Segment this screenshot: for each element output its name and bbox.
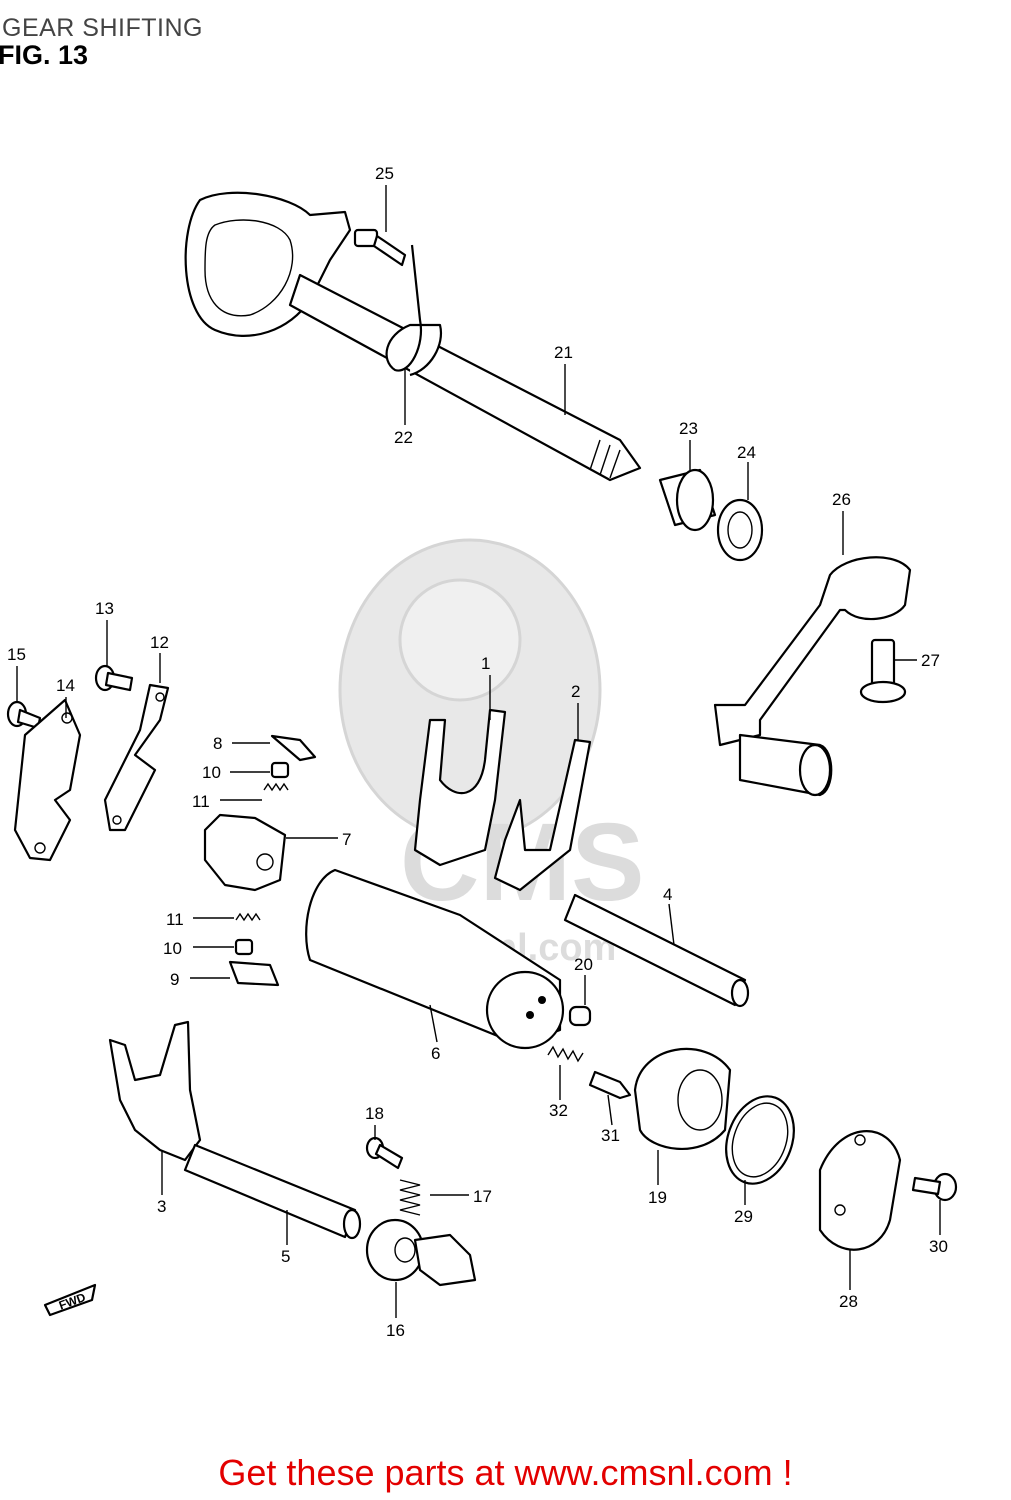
part-30-screw: [911, 1172, 958, 1202]
part-13-screw: [94, 664, 134, 692]
callout-7: 7: [342, 830, 351, 849]
part-6-gearshift-cam: [305, 868, 565, 1050]
diagram-title: GEAR SHIFTING: [2, 14, 203, 42]
part-11-spring-upper: [263, 782, 289, 792]
part-1-shift-fork: [413, 708, 507, 867]
callout-18: 18: [365, 1104, 384, 1123]
callout-31: 31: [601, 1126, 620, 1145]
part-18-bolt: [365, 1136, 404, 1170]
callout-29: 29: [734, 1207, 753, 1226]
part-32-spring: [547, 1045, 584, 1063]
callout-19: 19: [648, 1188, 667, 1207]
part-12-stopper-plate: [103, 683, 170, 832]
callout-13: 13: [95, 599, 114, 618]
callout-9: 9: [170, 970, 179, 989]
callout-11-lower: 11: [166, 910, 184, 929]
callout-23: 23: [679, 419, 698, 438]
part-23-bushing: [658, 468, 717, 532]
callout-22: 22: [394, 428, 413, 447]
part-2-shift-fork: [493, 738, 592, 892]
callout-14: 14: [56, 676, 75, 695]
part-22-spring-clip: [385, 244, 443, 377]
callout-30: 30: [929, 1237, 948, 1256]
part-15-screw: [6, 700, 42, 730]
callout-21: 21: [554, 343, 573, 362]
part-10-pin-lower: [234, 938, 254, 956]
forward-direction-arrow: FWD: [43, 1283, 97, 1317]
callout-26: 26: [832, 490, 851, 509]
callout-25: 25: [375, 164, 394, 183]
part-17-spring: [399, 1179, 421, 1216]
forward-label: FWD: [57, 1290, 88, 1313]
callout-3: 3: [157, 1197, 166, 1216]
part-8-pawl: [270, 734, 317, 762]
callout-1: 1: [481, 654, 490, 673]
part-24-oil-seal: [716, 498, 764, 562]
callout-16: 16: [386, 1321, 405, 1340]
part-19-cam-guide: [633, 1047, 732, 1151]
callout-2: 2: [571, 682, 580, 701]
callout-28: 28: [839, 1292, 858, 1311]
part-3-shift-fork: [108, 1020, 202, 1162]
part-28-cover: [818, 1130, 902, 1251]
callout-6: 6: [431, 1044, 440, 1063]
callout-numbers: 1 2 3 4 5 6 7 8 9 10 10 11 11 12 13 14 1…: [7, 164, 948, 1340]
leader-lines: [16, 185, 941, 1318]
callout-4: 4: [663, 885, 672, 904]
part-4-fork-shaft: [563, 893, 750, 1008]
callout-32: 32: [549, 1101, 568, 1120]
callout-10-upper: 10: [202, 763, 221, 782]
part-27-bolt: [859, 638, 907, 704]
callout-17: 17: [473, 1187, 492, 1206]
part-26-gearshift-lever: [713, 556, 912, 797]
callout-12: 12: [150, 633, 169, 652]
part-14-plate: [13, 698, 82, 862]
callout-11-upper: 11: [192, 792, 210, 811]
part-31-pin: [588, 1070, 632, 1100]
part-7-cam-driven-gear: [203, 813, 287, 892]
part-5-fork-shaft: [183, 1143, 362, 1240]
part-25-bolt: [353, 228, 407, 267]
callout-20: 20: [574, 955, 593, 974]
footer-link-text[interactable]: Get these parts at www.cmsnl.com !: [218, 1452, 793, 1493]
callout-15: 15: [7, 645, 26, 664]
part-10-pin-upper: [270, 761, 290, 779]
part-9-pawl: [228, 960, 280, 987]
callout-5: 5: [281, 1247, 290, 1266]
callout-8: 8: [213, 734, 222, 753]
figure-label: FIG. 13: [0, 40, 89, 70]
callout-24: 24: [737, 443, 756, 462]
callout-10-lower: 10: [163, 939, 182, 958]
part-16-cam-stopper: [365, 1218, 477, 1287]
part-11-spring-lower: [235, 912, 261, 922]
part-20-pin: [568, 1005, 592, 1027]
callout-27: 27: [921, 651, 940, 670]
part-21-gearshift-shaft: [184, 191, 642, 482]
